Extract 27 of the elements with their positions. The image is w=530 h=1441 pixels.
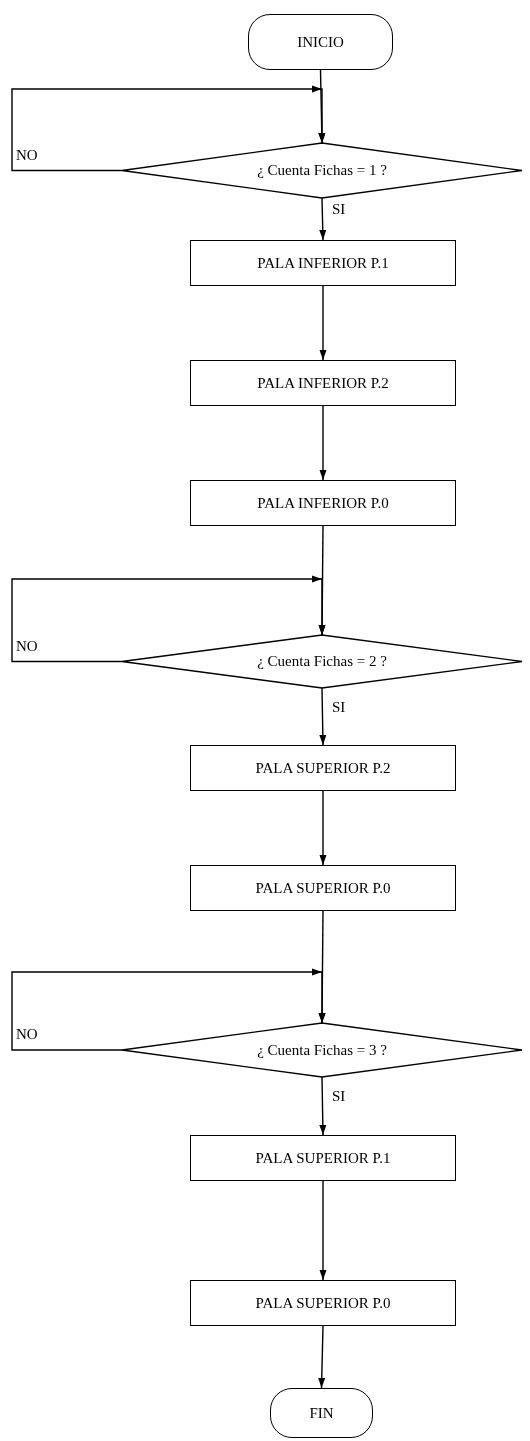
process-box: [190, 360, 456, 406]
decision-diamond: [122, 635, 522, 688]
process-box: [190, 1135, 456, 1181]
decision-diamond: [122, 143, 522, 198]
process-box: [190, 745, 456, 791]
process-box: [190, 240, 456, 286]
terminator-shape: [270, 1388, 373, 1438]
node-text: INICIO: [297, 33, 344, 51]
node-text: PALA INFERIOR P.1: [257, 254, 389, 272]
node-text: PALA SUPERIOR P.0: [255, 879, 391, 897]
edge-label: SI: [330, 201, 348, 217]
edge-label: SI: [330, 1088, 348, 1104]
node-text: ¿ Cuenta Fichas = 3 ?: [257, 1041, 387, 1059]
decision-diamond: [122, 1023, 522, 1077]
node-text: ¿ Cuenta Fichas = 1 ?: [257, 162, 387, 179]
terminator-shape: [248, 14, 393, 70]
process-box: [190, 480, 456, 526]
node-text: PALA SUPERIOR P.0: [255, 1294, 391, 1312]
edge-label: NO: [14, 1026, 40, 1042]
node-text: PALA SUPERIOR P.2: [255, 759, 391, 777]
process-box: [190, 865, 456, 911]
node-text: FIN: [309, 1404, 334, 1422]
node-text: PALA INFERIOR P.0: [257, 494, 389, 512]
node-text: ¿ Cuenta Fichas = 2 ?: [257, 653, 387, 670]
node-text: PALA SUPERIOR P.1: [255, 1149, 391, 1167]
process-box: [190, 1280, 456, 1326]
node-text: PALA INFERIOR P.2: [257, 374, 389, 392]
